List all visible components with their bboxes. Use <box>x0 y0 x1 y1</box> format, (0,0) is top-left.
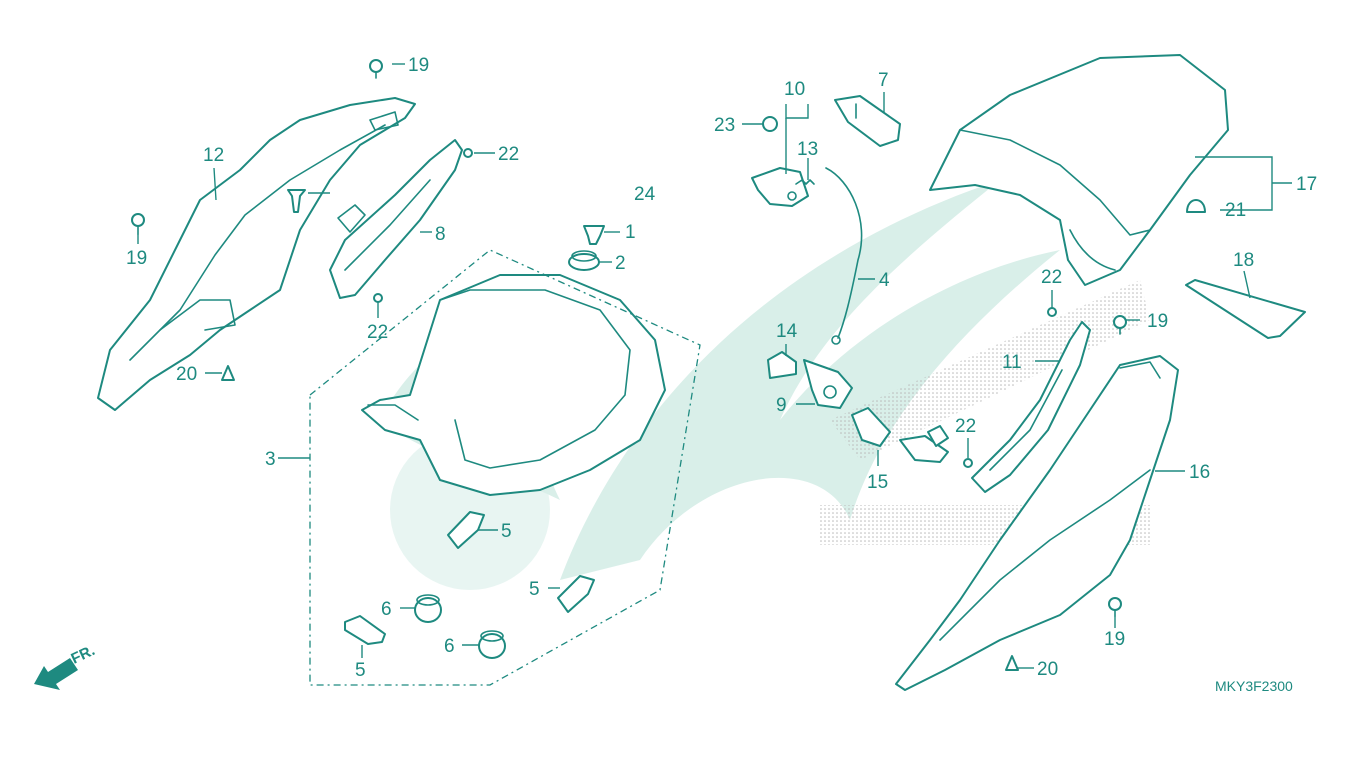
callout-4: 4 <box>879 270 890 291</box>
part-15-key-cylinder[interactable] <box>851 407 949 463</box>
callout-24: 24 <box>634 184 656 205</box>
callout-9: 9 <box>776 395 787 416</box>
callout-18: 18 <box>1233 250 1254 271</box>
part-21-cap[interactable] <box>1186 199 1206 213</box>
callout-17: 17 <box>1296 174 1317 195</box>
callout-12: 12 <box>203 145 224 166</box>
callout-22: 22 <box>955 416 976 437</box>
callout-13: 13 <box>797 139 818 160</box>
part-19-clip-a[interactable] <box>369 59 383 79</box>
callout-14: 14 <box>776 321 798 342</box>
callout-11: 11 <box>1002 352 1022 373</box>
callout-16: 16 <box>1189 462 1210 483</box>
part-20-clip-b[interactable] <box>1005 655 1019 671</box>
part-6-cushion-b[interactable] <box>478 630 506 659</box>
callout-5: 5 <box>529 579 540 600</box>
callout-6: 6 <box>444 636 455 657</box>
part-13-spring[interactable] <box>795 179 815 185</box>
part-23-bolt[interactable] <box>762 116 778 132</box>
part-22-screw-a[interactable] <box>463 148 473 158</box>
part-6-cushion-a[interactable] <box>414 594 442 623</box>
callout-5: 5 <box>355 660 366 681</box>
leader-lines <box>137 63 1292 669</box>
part-7-seat-lock[interactable] <box>834 95 901 147</box>
part-19-clip-c[interactable] <box>1113 315 1127 335</box>
callout-20: 20 <box>176 364 197 385</box>
front-arrow-icon <box>34 658 78 690</box>
part-16-right-side-cover[interactable] <box>895 355 1179 691</box>
callout-2: 2 <box>615 253 626 274</box>
part-8-left-bracket[interactable] <box>329 139 463 299</box>
callout-10: 10 <box>784 79 805 100</box>
part-3-assembly-outline <box>309 249 701 686</box>
part-22-screw-c[interactable] <box>1047 307 1057 317</box>
part-18-trim-strip[interactable] <box>1185 279 1306 339</box>
part-24-screw[interactable] <box>287 189 306 213</box>
part-10-latch-bracket[interactable] <box>751 167 809 207</box>
front-direction-marker: FR. <box>34 642 98 690</box>
part-19-clip-b[interactable] <box>131 213 145 235</box>
callout-19: 19 <box>126 248 147 269</box>
diagram-code: MKY3F2300 <box>1215 678 1293 694</box>
part-17-rear-seat[interactable] <box>929 54 1229 286</box>
part-5-bumper-b[interactable] <box>557 575 595 613</box>
callout-19: 19 <box>1147 311 1168 332</box>
part-3-seat[interactable] <box>361 274 666 496</box>
callout-23: 23 <box>714 115 735 136</box>
callout-19: 19 <box>408 55 429 76</box>
callout-1: 1 <box>625 222 636 243</box>
part-4-cable[interactable] <box>825 167 863 345</box>
callout-3: 3 <box>265 449 276 470</box>
front-label: FR. <box>69 642 98 668</box>
callout-labels: 19 12 19 22 8 22 20 3 24 1 2 5 5 6 6 5 1… <box>126 55 1317 681</box>
callout-5: 5 <box>501 521 512 542</box>
part-9-lock-cover[interactable] <box>803 359 853 409</box>
callout-20: 20 <box>1037 659 1058 680</box>
callout-8: 8 <box>435 224 446 245</box>
callout-7: 7 <box>878 70 889 91</box>
part-22-screw-b[interactable] <box>373 293 383 303</box>
part-5-bumper-c[interactable] <box>344 615 386 645</box>
callout-21: 21 <box>1225 200 1246 221</box>
callout-22: 22 <box>498 144 519 165</box>
callout-19: 19 <box>1104 629 1125 650</box>
part-12-left-side-cover[interactable] <box>97 97 416 411</box>
part-5-bumper-a[interactable] <box>447 511 485 549</box>
part-14-clip[interactable] <box>767 351 797 379</box>
part-20-clip-a[interactable] <box>221 365 235 381</box>
part-19-clip-d[interactable] <box>1108 597 1122 617</box>
callout-22: 22 <box>1041 267 1062 288</box>
callout-6: 6 <box>381 599 392 620</box>
part-22-screw-d[interactable] <box>963 458 973 468</box>
part-11-right-bracket[interactable] <box>971 321 1091 493</box>
part-1-collar[interactable] <box>583 225 605 245</box>
callout-15: 15 <box>867 472 888 493</box>
part-2-grommet[interactable] <box>568 250 600 271</box>
callout-22: 22 <box>367 322 388 343</box>
